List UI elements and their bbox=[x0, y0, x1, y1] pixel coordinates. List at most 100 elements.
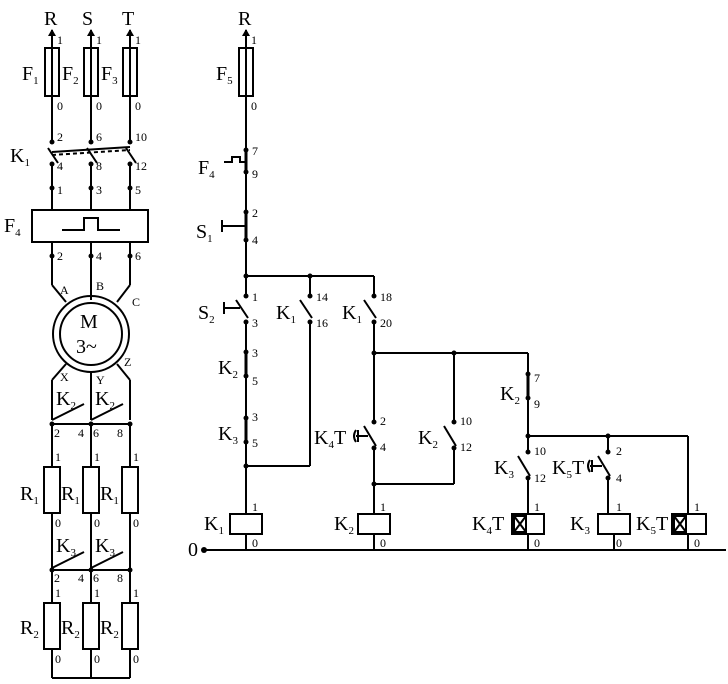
k1-hold-label: K1 bbox=[276, 302, 296, 326]
terminal-label: 1 bbox=[96, 33, 102, 47]
control-circuit: R 1 F5 0 F4 7 9 S1 2 4 bbox=[188, 8, 726, 561]
phase-arrows bbox=[48, 29, 134, 48]
motor: M 3~ bbox=[52, 295, 130, 373]
stop-button-s1 bbox=[221, 209, 249, 243]
k2-power-b-label: K2 bbox=[95, 388, 115, 412]
resistor-r1b bbox=[82, 466, 100, 514]
fuse-f2-label: F2 bbox=[62, 63, 79, 87]
k3-nc-label: K3 bbox=[218, 423, 238, 447]
coil-k2-label: K2 bbox=[334, 513, 354, 537]
terminal-label: 4 bbox=[57, 159, 63, 173]
terminal-label: 16 bbox=[316, 316, 328, 330]
s2-label: S2 bbox=[198, 302, 215, 326]
terminal-label: 0 bbox=[55, 652, 61, 666]
coil-k3-label: K3 bbox=[570, 513, 590, 537]
terminal-label: 2 bbox=[57, 130, 63, 144]
terminal-label: 0 bbox=[96, 99, 102, 113]
terminal-label: 8 bbox=[117, 426, 123, 440]
k3-hold-label: K3 bbox=[494, 457, 514, 481]
terminal-label: 7 bbox=[534, 371, 540, 385]
terminal-label: 18 bbox=[380, 290, 392, 304]
terminal-label: 0 bbox=[251, 99, 257, 113]
terminal-label: 1 bbox=[94, 586, 100, 600]
f4-ctrl-label: F4 bbox=[198, 157, 215, 181]
terminal-label: 0 bbox=[94, 652, 100, 666]
terminal-label: 0 bbox=[694, 536, 700, 550]
control-phase-label: R bbox=[238, 8, 252, 30]
terminal-label: 4 bbox=[380, 440, 386, 454]
r1b-label: R1 bbox=[61, 483, 80, 507]
f4-power-label: F4 bbox=[4, 215, 21, 239]
resistor-r1a bbox=[43, 466, 61, 514]
terminal-label: 12 bbox=[135, 159, 147, 173]
r2c-label: R2 bbox=[100, 617, 119, 641]
k2-power-a-label: K2 bbox=[56, 388, 76, 412]
terminal-label: 7 bbox=[252, 144, 258, 158]
terminal-label: 10 bbox=[534, 444, 546, 458]
k2-hold-contact bbox=[443, 419, 457, 451]
k1-aux-contact bbox=[363, 276, 377, 325]
k4t-timed-contact bbox=[353, 419, 377, 451]
k3-power-b-label: K3 bbox=[95, 535, 115, 559]
terminal-label: 1 bbox=[57, 33, 63, 47]
terminal-label: 1 bbox=[94, 450, 100, 464]
fuse-f5-label: F5 bbox=[216, 63, 233, 87]
terminal-label: 1 bbox=[616, 500, 622, 514]
k1-hold-contact bbox=[299, 276, 313, 466]
coil-k1 bbox=[229, 513, 263, 535]
motor-terminal-y: Y bbox=[96, 373, 105, 387]
terminal-label: 4 bbox=[78, 571, 84, 585]
terminal-label: 0 bbox=[133, 516, 139, 530]
terminal-label: 2 bbox=[252, 206, 258, 220]
terminal-label: 0 bbox=[55, 516, 61, 530]
terminal-label: 4 bbox=[616, 471, 622, 485]
terminal-label: 10 bbox=[135, 130, 147, 144]
terminal-label: 9 bbox=[252, 167, 258, 181]
resistor-r1c bbox=[121, 466, 139, 514]
terminal-label: 0 bbox=[135, 99, 141, 113]
terminal-label: 2 bbox=[54, 571, 60, 585]
terminal-label: 6 bbox=[93, 426, 99, 440]
r1c-label: R1 bbox=[100, 483, 119, 507]
resistor-r2a bbox=[43, 602, 61, 650]
motor-label: M bbox=[80, 311, 98, 333]
k2-no-contact bbox=[525, 371, 531, 401]
terminal-label: 9 bbox=[534, 397, 540, 411]
terminal-label: 1 bbox=[252, 500, 258, 514]
k2-no-label: K2 bbox=[500, 383, 520, 407]
terminal-label: 4 bbox=[96, 249, 102, 263]
neutral-label: 0 bbox=[188, 539, 198, 561]
motor-terminal-b: B bbox=[96, 279, 104, 293]
terminal-label: 1 bbox=[133, 450, 139, 464]
terminal-label: 10 bbox=[460, 414, 472, 428]
terminal-label: 0 bbox=[57, 99, 63, 113]
terminal-label: 5 bbox=[252, 374, 258, 388]
k1-main-label: K1 bbox=[10, 145, 30, 169]
terminal-label: 4 bbox=[252, 233, 258, 247]
terminal-label: 1 bbox=[133, 586, 139, 600]
terminal-label: 0 bbox=[380, 536, 386, 550]
terminal-label: 0 bbox=[133, 652, 139, 666]
terminal-label: 0 bbox=[252, 536, 258, 550]
terminal-label: 2 bbox=[57, 249, 63, 263]
motor-type: 3~ bbox=[76, 336, 97, 358]
coil-k4t-label: K4T bbox=[472, 513, 504, 537]
k5t-timed-contact bbox=[587, 449, 611, 481]
terminal-label: 1 bbox=[694, 500, 700, 514]
terminal-label: 6 bbox=[93, 571, 99, 585]
terminal-label: 8 bbox=[96, 159, 102, 173]
terminal-label: 1 bbox=[534, 500, 540, 514]
k2-hold-label: K2 bbox=[418, 427, 438, 451]
terminal-label: 12 bbox=[460, 440, 472, 454]
terminal-label: 0 bbox=[616, 536, 622, 550]
k3-power-a-label: K3 bbox=[56, 535, 76, 559]
r2b-label: R2 bbox=[61, 617, 80, 641]
start-button-s2 bbox=[223, 276, 249, 325]
f4-nc-contact bbox=[224, 147, 249, 175]
terminal-label: 2 bbox=[380, 414, 386, 428]
resistor-r2b bbox=[82, 602, 100, 650]
fuse-f3-label: F3 bbox=[101, 63, 118, 87]
terminal-label: 1 bbox=[135, 33, 141, 47]
terminal-label: 3 bbox=[252, 410, 258, 424]
